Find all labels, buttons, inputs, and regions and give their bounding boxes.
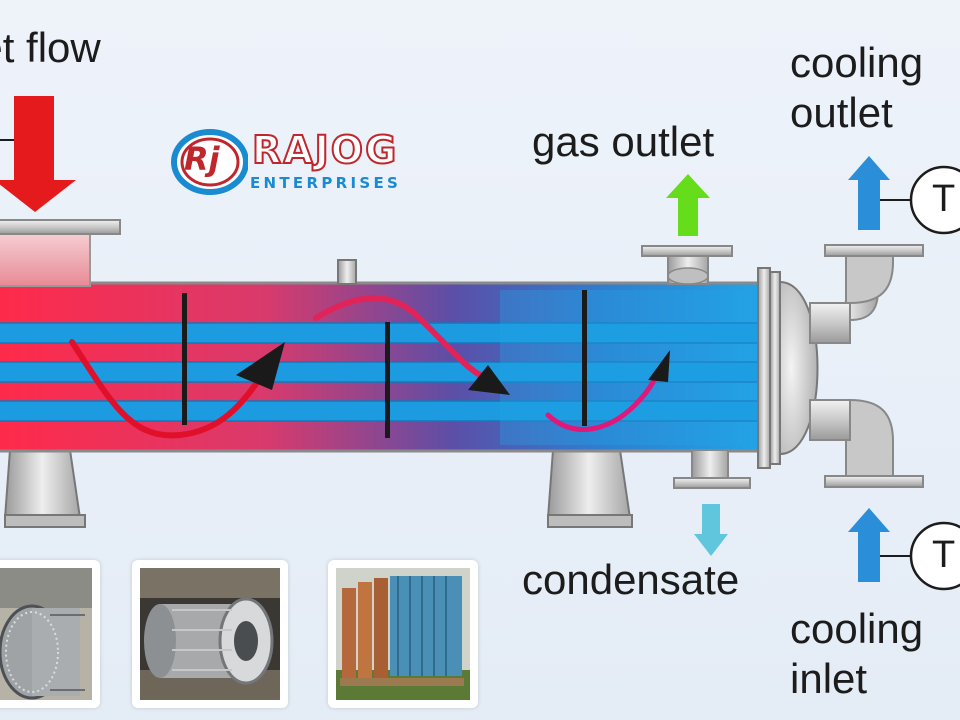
cooling-outlet-pipe — [809, 244, 924, 344]
inlet-flow-label: let flow — [0, 24, 101, 71]
condensate-label: condensate — [522, 556, 740, 603]
logo-tagline: ENTERPRISES — [250, 174, 402, 192]
tube-bundle-photo — [0, 560, 100, 708]
cooling-outlet-arrow — [848, 156, 890, 230]
cooling-inlet-pipe — [809, 398, 924, 488]
baffles — [182, 290, 587, 438]
rj-emblem-text: Rj — [184, 140, 220, 178]
cooling-inlet-label-line2: inlet — [790, 655, 868, 702]
rajog-logo: Rj RAJOG ENTERPRISES — [170, 126, 460, 196]
gas-outlet-arrow — [666, 174, 710, 236]
gas-outlet-nozzle — [641, 245, 733, 285]
fin-coil-photo — [328, 560, 478, 708]
tube-bundle — [0, 290, 760, 445]
condensate-nozzle — [673, 449, 751, 489]
inlet-nozzle — [0, 219, 121, 287]
shell-flow-arrows — [69, 295, 670, 439]
condensate-arrow — [694, 504, 728, 556]
cooling-outlet-thermometer — [880, 165, 960, 235]
rj-emblem-icon — [171, 129, 248, 195]
gas-outlet-label: gas outlet — [532, 118, 715, 165]
logo-name: RAJOG — [251, 127, 399, 173]
shell-exchanger-photo — [132, 560, 288, 708]
cooling-inlet-label: cooling inlet — [790, 604, 923, 704]
cooling-outlet-label-line2: outlet — [790, 89, 893, 136]
channel-head — [757, 267, 819, 469]
vent-nozzle — [337, 259, 357, 285]
left-support — [3, 449, 86, 528]
cooling-outlet-label: cooling outlet — [790, 38, 923, 138]
cooling-inlet-thermometer — [880, 521, 960, 591]
cooling-inlet-label-line1: cooling — [790, 605, 924, 652]
right-support — [546, 449, 633, 528]
cooling-inlet-arrow — [848, 508, 890, 582]
inlet-flow-arrow — [0, 96, 76, 212]
thermometer-label-bottom: T — [932, 534, 956, 576]
cooling-outlet-label-line1: cooling — [790, 39, 924, 86]
thermometer-label-top: T — [932, 178, 956, 220]
